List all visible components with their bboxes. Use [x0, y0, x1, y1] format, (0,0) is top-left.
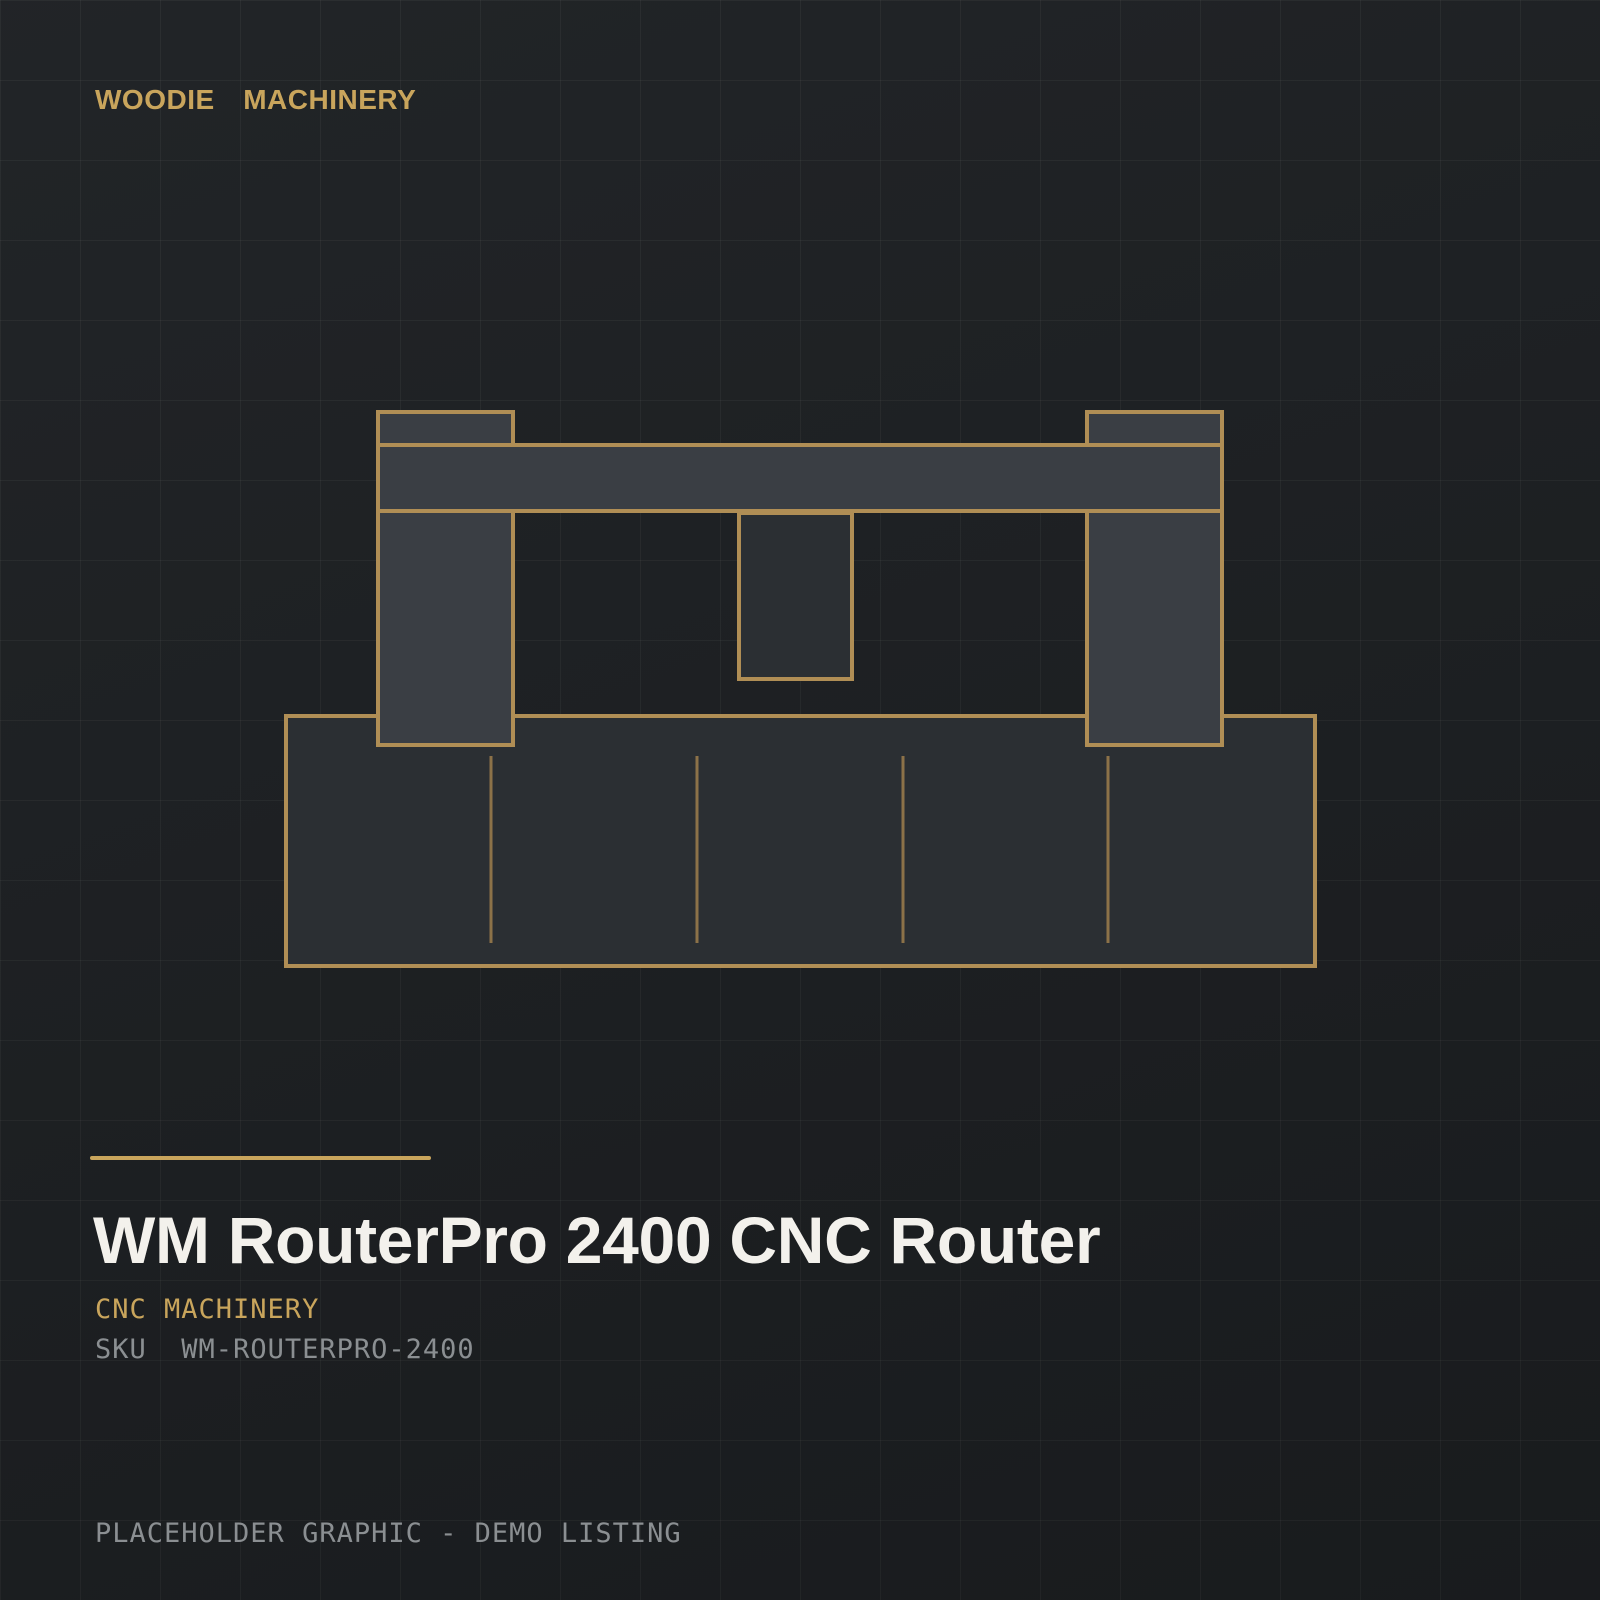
product-category: CNC MACHINERY [95, 1294, 320, 1325]
sku-value: WM-ROUTERPRO-2400 [181, 1334, 475, 1365]
sku-label: SKU [95, 1334, 147, 1365]
accent-divider [90, 1156, 431, 1160]
brand-logo-text: WOODIE MACHINERY [95, 84, 417, 115]
spindle-carriage [737, 511, 854, 681]
placeholder-notice: PLACEHOLDER GRAPHIC - DEMO LISTING [95, 1518, 682, 1549]
sku-line: SKU WM-ROUTERPRO-2400 [95, 1334, 475, 1365]
product-title: WM RouterPro 2400 CNC Router [93, 1203, 1101, 1277]
machine-bed [284, 714, 1317, 968]
gantry-crossbeam [376, 443, 1224, 513]
